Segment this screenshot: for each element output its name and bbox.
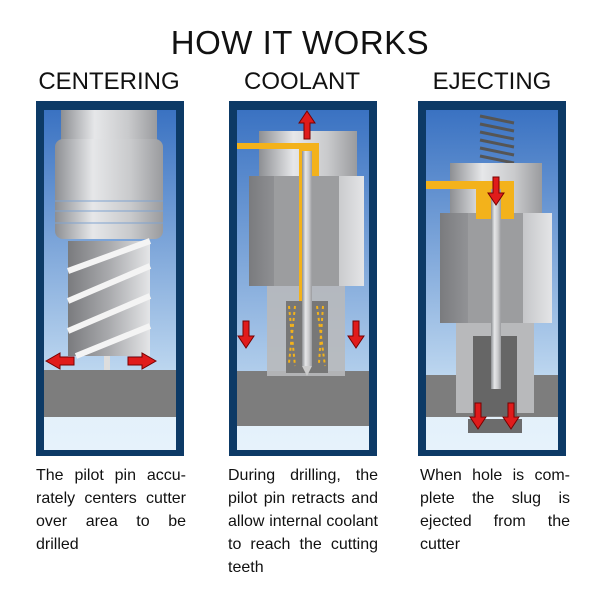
arrow-left-icon <box>44 352 75 370</box>
arrow-right-icon <box>127 352 158 370</box>
annular-cutter-icon <box>66 238 152 370</box>
step-heading-coolant: COOLANT <box>243 68 360 95</box>
ejecting-illustration <box>418 101 566 456</box>
arrow-down-icon <box>237 320 255 349</box>
step-heading-ejecting: EJECTING <box>432 68 552 95</box>
arrow-down-icon <box>502 402 520 430</box>
centering-illustration <box>36 101 184 456</box>
centering-caption: The pilot pin accu-rately centers cutter… <box>36 467 186 553</box>
pilot-pin <box>302 151 312 366</box>
pilot-pin <box>491 189 501 389</box>
coolant-illustration <box>229 101 377 456</box>
ejecting-caption: When hole is com-plete the slug is eject… <box>420 467 570 553</box>
coolant-caption: During drilling, the pilot pin retracts … <box>228 467 378 576</box>
arrow-down-icon <box>347 320 365 349</box>
page-title: HOW IT WORKS <box>170 24 430 61</box>
arrow-down-icon <box>487 176 505 206</box>
workpiece <box>44 370 176 417</box>
arrow-up-icon <box>298 110 316 140</box>
spring-icon <box>479 114 515 165</box>
arbor-icon <box>55 110 163 239</box>
workpiece <box>237 371 369 426</box>
coolant-spray-icon <box>288 305 326 367</box>
arrow-down-icon <box>469 402 487 430</box>
step-heading-centering: CENTERING <box>38 68 180 95</box>
